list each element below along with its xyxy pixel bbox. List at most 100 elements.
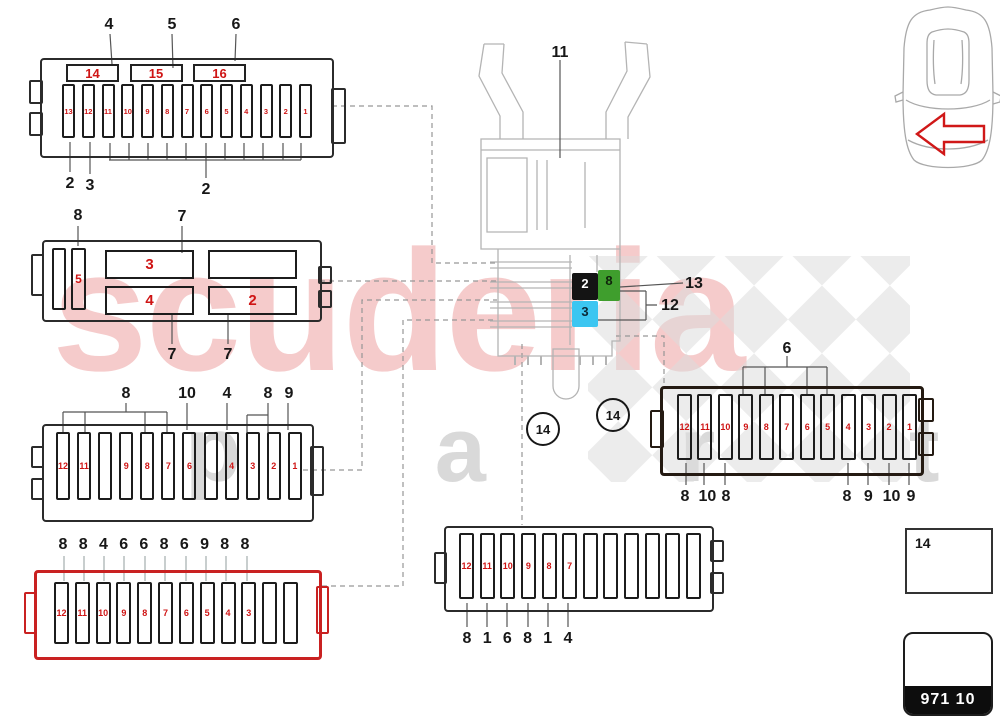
fuse-slot: 6 bbox=[799, 394, 815, 460]
box5-tab bbox=[434, 552, 447, 584]
maxi-fuse: 16 bbox=[193, 64, 246, 82]
callout-9: 9 bbox=[284, 385, 294, 402]
fuse-slot: 8 bbox=[758, 394, 774, 460]
fuse-slot: 7 bbox=[779, 394, 795, 460]
maxi-fuse: 15 bbox=[129, 64, 183, 82]
fuse-slot: 2 bbox=[266, 432, 281, 500]
relay-side-slot-5: 5 bbox=[71, 248, 86, 310]
relay-number: 3 bbox=[145, 256, 154, 273]
front-direction-arrow-icon bbox=[914, 111, 986, 157]
callout-number: 4 bbox=[563, 630, 573, 647]
maxi-fuse: 14 bbox=[66, 64, 119, 82]
callout-8: 8 bbox=[121, 385, 131, 402]
fuse-slot: 1 bbox=[901, 394, 917, 460]
callout-number: 9 bbox=[200, 536, 209, 553]
fuse-number: 10 bbox=[98, 608, 109, 618]
callout-number: 8 bbox=[842, 488, 852, 505]
callout-number: 10 bbox=[698, 488, 717, 505]
callout-lines bbox=[62, 33, 910, 627]
fuse-slot: 7 bbox=[158, 582, 174, 644]
callout-6: 6 bbox=[231, 16, 241, 33]
fuse-slot: 10 bbox=[95, 582, 111, 644]
fuse-number: 4 bbox=[225, 608, 231, 618]
callout-number: 8 bbox=[721, 488, 731, 505]
relay-side-slot-blank bbox=[52, 248, 66, 310]
central-electrics-assembly bbox=[478, 41, 651, 400]
fuse-number: 2 bbox=[283, 106, 288, 116]
maxi-fuse-number: 16 bbox=[212, 65, 227, 81]
box6-tab bbox=[918, 432, 934, 456]
fuse-number: 11 bbox=[77, 608, 88, 618]
fuse-number: 8 bbox=[763, 422, 769, 432]
fuse-number: 10 bbox=[502, 561, 513, 571]
fuse-slot: 7 bbox=[180, 84, 194, 138]
callout-number: 8 bbox=[240, 536, 250, 553]
fuse-number: 11 bbox=[700, 422, 710, 432]
box2-tab bbox=[31, 254, 44, 296]
relay-slot: 4 bbox=[105, 286, 194, 315]
circled-callout-14b: 14 bbox=[596, 398, 630, 432]
fuse-slot: 11 bbox=[479, 533, 495, 599]
callout-number: 8 bbox=[78, 536, 88, 553]
callout-number: 8 bbox=[523, 630, 533, 647]
relay-number: 3 bbox=[581, 304, 589, 319]
fuse-number: 4 bbox=[845, 422, 851, 432]
box1-tab bbox=[29, 112, 43, 136]
relay-number: 5 bbox=[75, 272, 82, 286]
callout-10: 10 bbox=[178, 385, 196, 402]
relay-number: 8 bbox=[605, 273, 613, 288]
fuse-number: 5 bbox=[204, 608, 210, 618]
fuse-slot: 9 bbox=[116, 582, 132, 644]
callout-11: 11 bbox=[551, 44, 569, 61]
callout-12: 12 bbox=[661, 297, 679, 314]
relay-green: 8 bbox=[598, 270, 620, 301]
callout-4: 4 bbox=[222, 385, 232, 402]
fuse-box-mid-left bbox=[42, 424, 314, 522]
fuse-number: 10 bbox=[123, 106, 132, 116]
callout-8b: 8 bbox=[263, 385, 273, 402]
fuse-slot: 12 bbox=[677, 394, 692, 460]
fuse-slot: 3 bbox=[241, 582, 257, 644]
vehicle-top-view-icon bbox=[894, 6, 1000, 169]
fuse-number: 3 bbox=[263, 106, 269, 116]
fuse-number: 9 bbox=[743, 422, 749, 432]
box4-tab bbox=[316, 586, 329, 634]
box6-tab bbox=[650, 410, 664, 448]
callout-number: 8 bbox=[462, 630, 472, 647]
callout-number: 8 bbox=[159, 536, 169, 553]
fuse-slot bbox=[644, 533, 660, 599]
callout-number: 6 bbox=[119, 536, 129, 553]
callout-number: 4 bbox=[98, 536, 108, 553]
fuse-number: 4 bbox=[244, 106, 249, 116]
fuse-slot bbox=[282, 582, 298, 644]
fuse-number: 7 bbox=[163, 608, 169, 618]
fuse-box-top-left bbox=[40, 58, 334, 158]
dashed-connectors bbox=[303, 105, 665, 587]
fuse-number: 6 bbox=[186, 461, 192, 471]
fuse-slot: 11 bbox=[74, 582, 90, 644]
callout-number: 1 bbox=[482, 630, 492, 647]
fuse-slot: 7 bbox=[161, 432, 176, 500]
fuse-slot: 11 bbox=[697, 394, 713, 460]
fuse-slot: 12 bbox=[81, 84, 95, 138]
fuse-number: 11 bbox=[79, 461, 89, 471]
part-group-plate: 971 10 bbox=[903, 632, 993, 716]
fuse-slot: 12 bbox=[54, 582, 69, 644]
callout-number: 6 bbox=[502, 630, 512, 647]
fuse-slot bbox=[665, 533, 681, 599]
fuse-slot: 9 bbox=[738, 394, 754, 460]
fuse-slot: 8 bbox=[160, 84, 174, 138]
callout-5: 5 bbox=[167, 16, 177, 33]
fuse-number: 7 bbox=[184, 106, 190, 116]
fuse-slot: 2 bbox=[881, 394, 897, 460]
fuse-slot: 12 bbox=[459, 533, 474, 599]
fuse-number: 6 bbox=[183, 608, 189, 618]
relay-blue: 3 bbox=[572, 301, 598, 327]
relay-slot: 3 bbox=[105, 250, 194, 279]
legend-number: 14 bbox=[915, 535, 931, 551]
fuse-slot: 9 bbox=[119, 432, 134, 500]
